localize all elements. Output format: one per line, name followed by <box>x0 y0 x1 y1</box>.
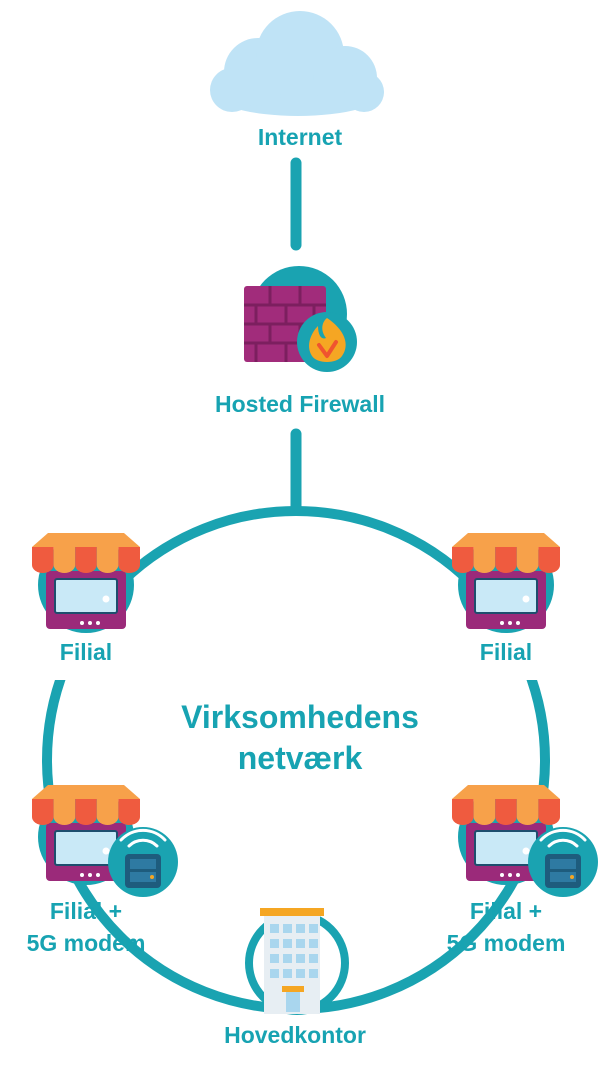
network-title-line2: netværk <box>237 740 363 776</box>
branch5g-right-label-line2: 5G modem <box>446 930 566 956</box>
firewall-icon <box>244 266 357 372</box>
shop-icon <box>451 532 561 634</box>
branch5g-right-label: Filial + 5G modem <box>420 895 592 959</box>
router-icon <box>106 825 180 899</box>
network-title: Virksomhedens netværk <box>100 697 500 779</box>
firewall-label: Hosted Firewall <box>215 391 385 417</box>
cloud-icon <box>210 11 384 116</box>
router-icon <box>526 825 600 899</box>
network-title-line1: Virksomhedens <box>181 699 419 735</box>
shop-icon <box>31 532 141 634</box>
branch5g-left-label-line1: Filial + <box>49 898 123 924</box>
branch-right-label: Filial <box>479 639 533 665</box>
branch5g-right-label-line1: Filial + <box>469 898 543 924</box>
branch5g-left-label: Filial + 5G modem <box>0 895 172 959</box>
office-building-icon <box>245 908 349 1015</box>
hq-label: Hovedkontor <box>224 1022 366 1048</box>
branch-left-label: Filial <box>59 639 113 665</box>
branch5g-left-label-line2: 5G modem <box>26 930 146 956</box>
internet-label: Internet <box>257 124 343 150</box>
